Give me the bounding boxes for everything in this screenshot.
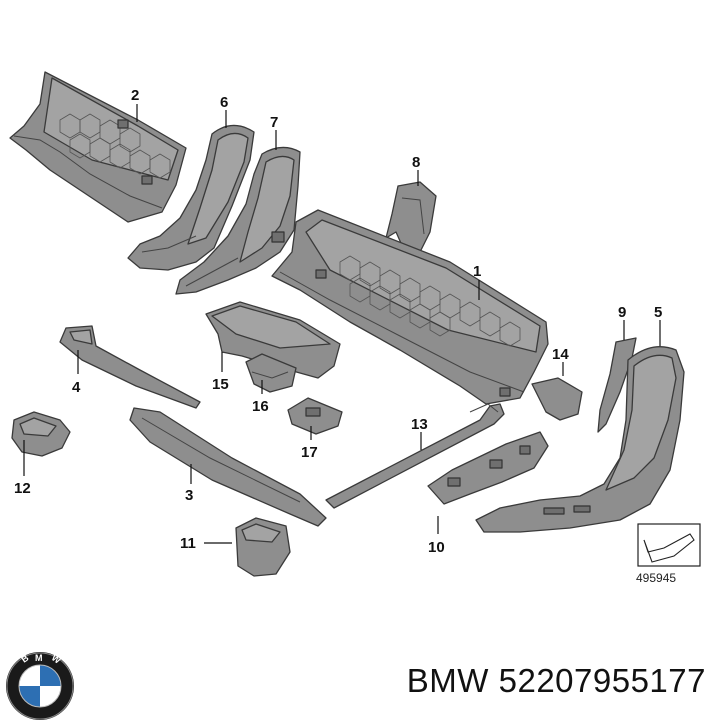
callout-9: 9: [618, 304, 626, 321]
part-3-sill-strip: [129, 407, 327, 527]
callout-12: 12: [14, 480, 31, 497]
part-1-rear-trim-panel: [271, 209, 549, 405]
callout-16: 16: [252, 398, 269, 415]
reference-arrow-icon: [643, 533, 695, 563]
callout-15: 15: [212, 376, 229, 393]
reference-code: 495945: [636, 571, 676, 585]
bmw-logo: B M W: [6, 652, 74, 720]
part-13-rod: [325, 403, 505, 509]
callout-7: 7: [270, 114, 278, 131]
part-17-bracket: [287, 397, 343, 435]
part-4-strip: [59, 325, 201, 409]
part-11-end-cap: [235, 517, 291, 577]
callout-1: 1: [473, 263, 481, 280]
part-7-side-frame: [175, 146, 301, 295]
part-2-trim-panel: [9, 71, 187, 223]
callout-14: 14: [552, 346, 569, 363]
part-16-clip: [245, 353, 297, 393]
part-10-frame: [427, 431, 549, 505]
part-15-cover: [205, 301, 341, 379]
part-number-caption: BMW 52207955177: [406, 662, 706, 699]
callout-4: 4: [72, 379, 81, 396]
callout-10: 10: [428, 539, 445, 556]
callout-5: 5: [654, 304, 662, 321]
part-12-end-cap: [11, 411, 71, 457]
part-5-seat-side: [475, 346, 685, 533]
callout-13: 13: [411, 416, 428, 433]
leader-lines: [23, 104, 661, 544]
callout-8: 8: [412, 154, 420, 171]
callout-2: 2: [131, 87, 139, 104]
part-9-strip: [597, 337, 637, 433]
callout-labels: 1 2 3 4 5 6 7 8 9 10 11 12 13 14 15 16 1…: [14, 87, 662, 556]
svg-text:M: M: [35, 653, 43, 663]
callout-3: 3: [185, 487, 193, 504]
part-14-bracket: [531, 377, 583, 421]
callout-11: 11: [180, 535, 196, 552]
svg-text:B: B: [19, 652, 30, 664]
reference-box: 495945: [636, 523, 701, 585]
callout-17: 17: [301, 444, 318, 461]
callout-6: 6: [220, 94, 228, 111]
